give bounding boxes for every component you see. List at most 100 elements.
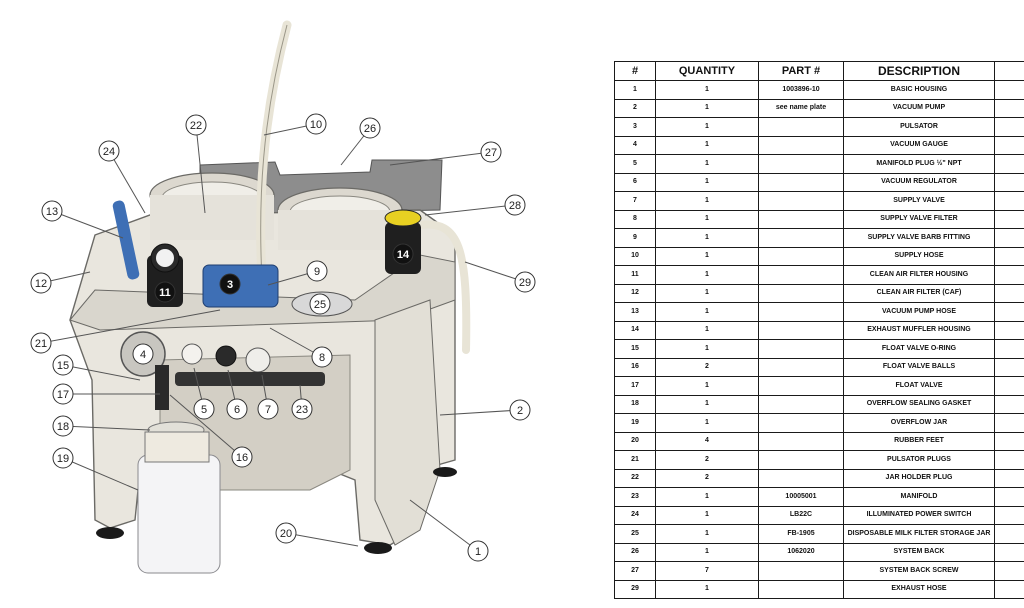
callout-label-23: 23 [296,404,308,416]
cell-quantity: 2 [655,450,759,470]
callout-circle-29 [514,271,536,293]
cell-blank [994,524,1024,544]
cell-blank [994,487,1024,507]
callout-circle-7 [257,398,279,420]
cell-number: 4 [614,135,656,155]
callout-label-9: 9 [314,266,320,278]
callout-circle-10 [305,113,327,135]
cell-number: 3 [614,117,656,137]
cell-quantity: 1 [655,265,759,285]
callout-circle-21 [30,332,52,354]
cell-blank [994,357,1024,377]
cell-description: FLOAT VALVE [843,376,995,396]
cell-quantity: 1 [655,505,759,525]
callout-label-14: 14 [397,249,410,261]
cell-part-number: LB22C [758,505,844,525]
jar-holder-right-wall [278,210,402,250]
callout-circle-27 [480,141,502,163]
cell-part-number [758,394,844,414]
callout-label-22: 22 [190,120,202,132]
rubber-foot-1 [96,527,124,539]
vacuum-regulator [215,345,237,367]
cell-blank [994,265,1024,285]
cell-blank [994,413,1024,433]
callout-circle-23 [291,398,313,420]
cell-blank [994,246,1024,266]
header-number: # [614,61,656,81]
cell-description: BASIC HOUSING [843,80,995,100]
cell-blank [994,117,1024,137]
cell-blank [994,394,1024,414]
float-valve [155,365,169,410]
cell-number: 12 [614,283,656,303]
cell-description: SYSTEM BACK SCREW [843,561,995,581]
cell-blank [994,135,1024,155]
cell-number: 23 [614,487,656,507]
callout-circle-17 [52,383,74,405]
cell-quantity: 1 [655,394,759,414]
callout-label-25: 25 [314,299,326,311]
cell-number: 16 [614,357,656,377]
vacuum-pump-hose [112,200,140,280]
callout-circle-24 [98,140,120,162]
callout-circle-28 [504,194,526,216]
cell-part-number [758,246,844,266]
cell-part-number [758,376,844,396]
callout-circle-8 [311,346,333,368]
cell-part-number [758,450,844,470]
cell-part-number [758,357,844,377]
cell-description: SYSTEM BACK [843,542,995,562]
cell-description: EXHAUST MUFFLER HOUSING [843,320,995,340]
callout-circle-3 [219,273,241,295]
cell-quantity: 1 [655,320,759,340]
cell-number: 2 [614,98,656,118]
callout-label-24: 24 [103,146,115,158]
cell-part-number [758,135,844,155]
cell-description: SUPPLY VALVE [843,191,995,211]
cell-blank [994,283,1024,303]
cell-number: 6 [614,172,656,192]
callout-label-16: 16 [236,452,248,464]
callout-label-2: 2 [517,405,523,417]
cell-quantity: 1 [655,579,759,599]
cell-description: RUBBER FEET [843,431,995,451]
callout-label-6: 6 [234,404,240,416]
callout-circle-22 [185,114,207,136]
cell-number: 17 [614,376,656,396]
callout-label-13: 13 [46,206,58,218]
callout-label-4: 4 [140,349,146,361]
manifold [175,372,325,386]
cell-description: VACUUM GAUGE [843,135,995,155]
callout-label-17: 17 [57,389,69,401]
cell-description: CLEAN AIR FILTER HOUSING [843,265,995,285]
callout-circle-14 [392,243,414,265]
exhaust-muffler-cap [384,209,422,227]
cell-description: MANIFOLD PLUG ½" NPT [843,154,995,174]
cell-quantity: 1 [655,246,759,266]
cell-number: 7 [614,191,656,211]
callout-label-26: 26 [364,123,376,135]
cell-number: 9 [614,228,656,248]
cell-blank [994,320,1024,340]
callout-label-15: 15 [57,360,69,372]
cell-quantity: 1 [655,98,759,118]
cell-blank [994,468,1024,488]
cell-quantity: 1 [655,524,759,544]
callout-label-7: 7 [265,404,271,416]
callout-label-19: 19 [57,453,69,465]
overflow-jar [137,454,221,574]
cell-part-number [758,283,844,303]
callout-label-27: 27 [485,147,497,159]
callout-label-21: 21 [35,338,47,350]
cell-number: 29 [614,579,656,599]
